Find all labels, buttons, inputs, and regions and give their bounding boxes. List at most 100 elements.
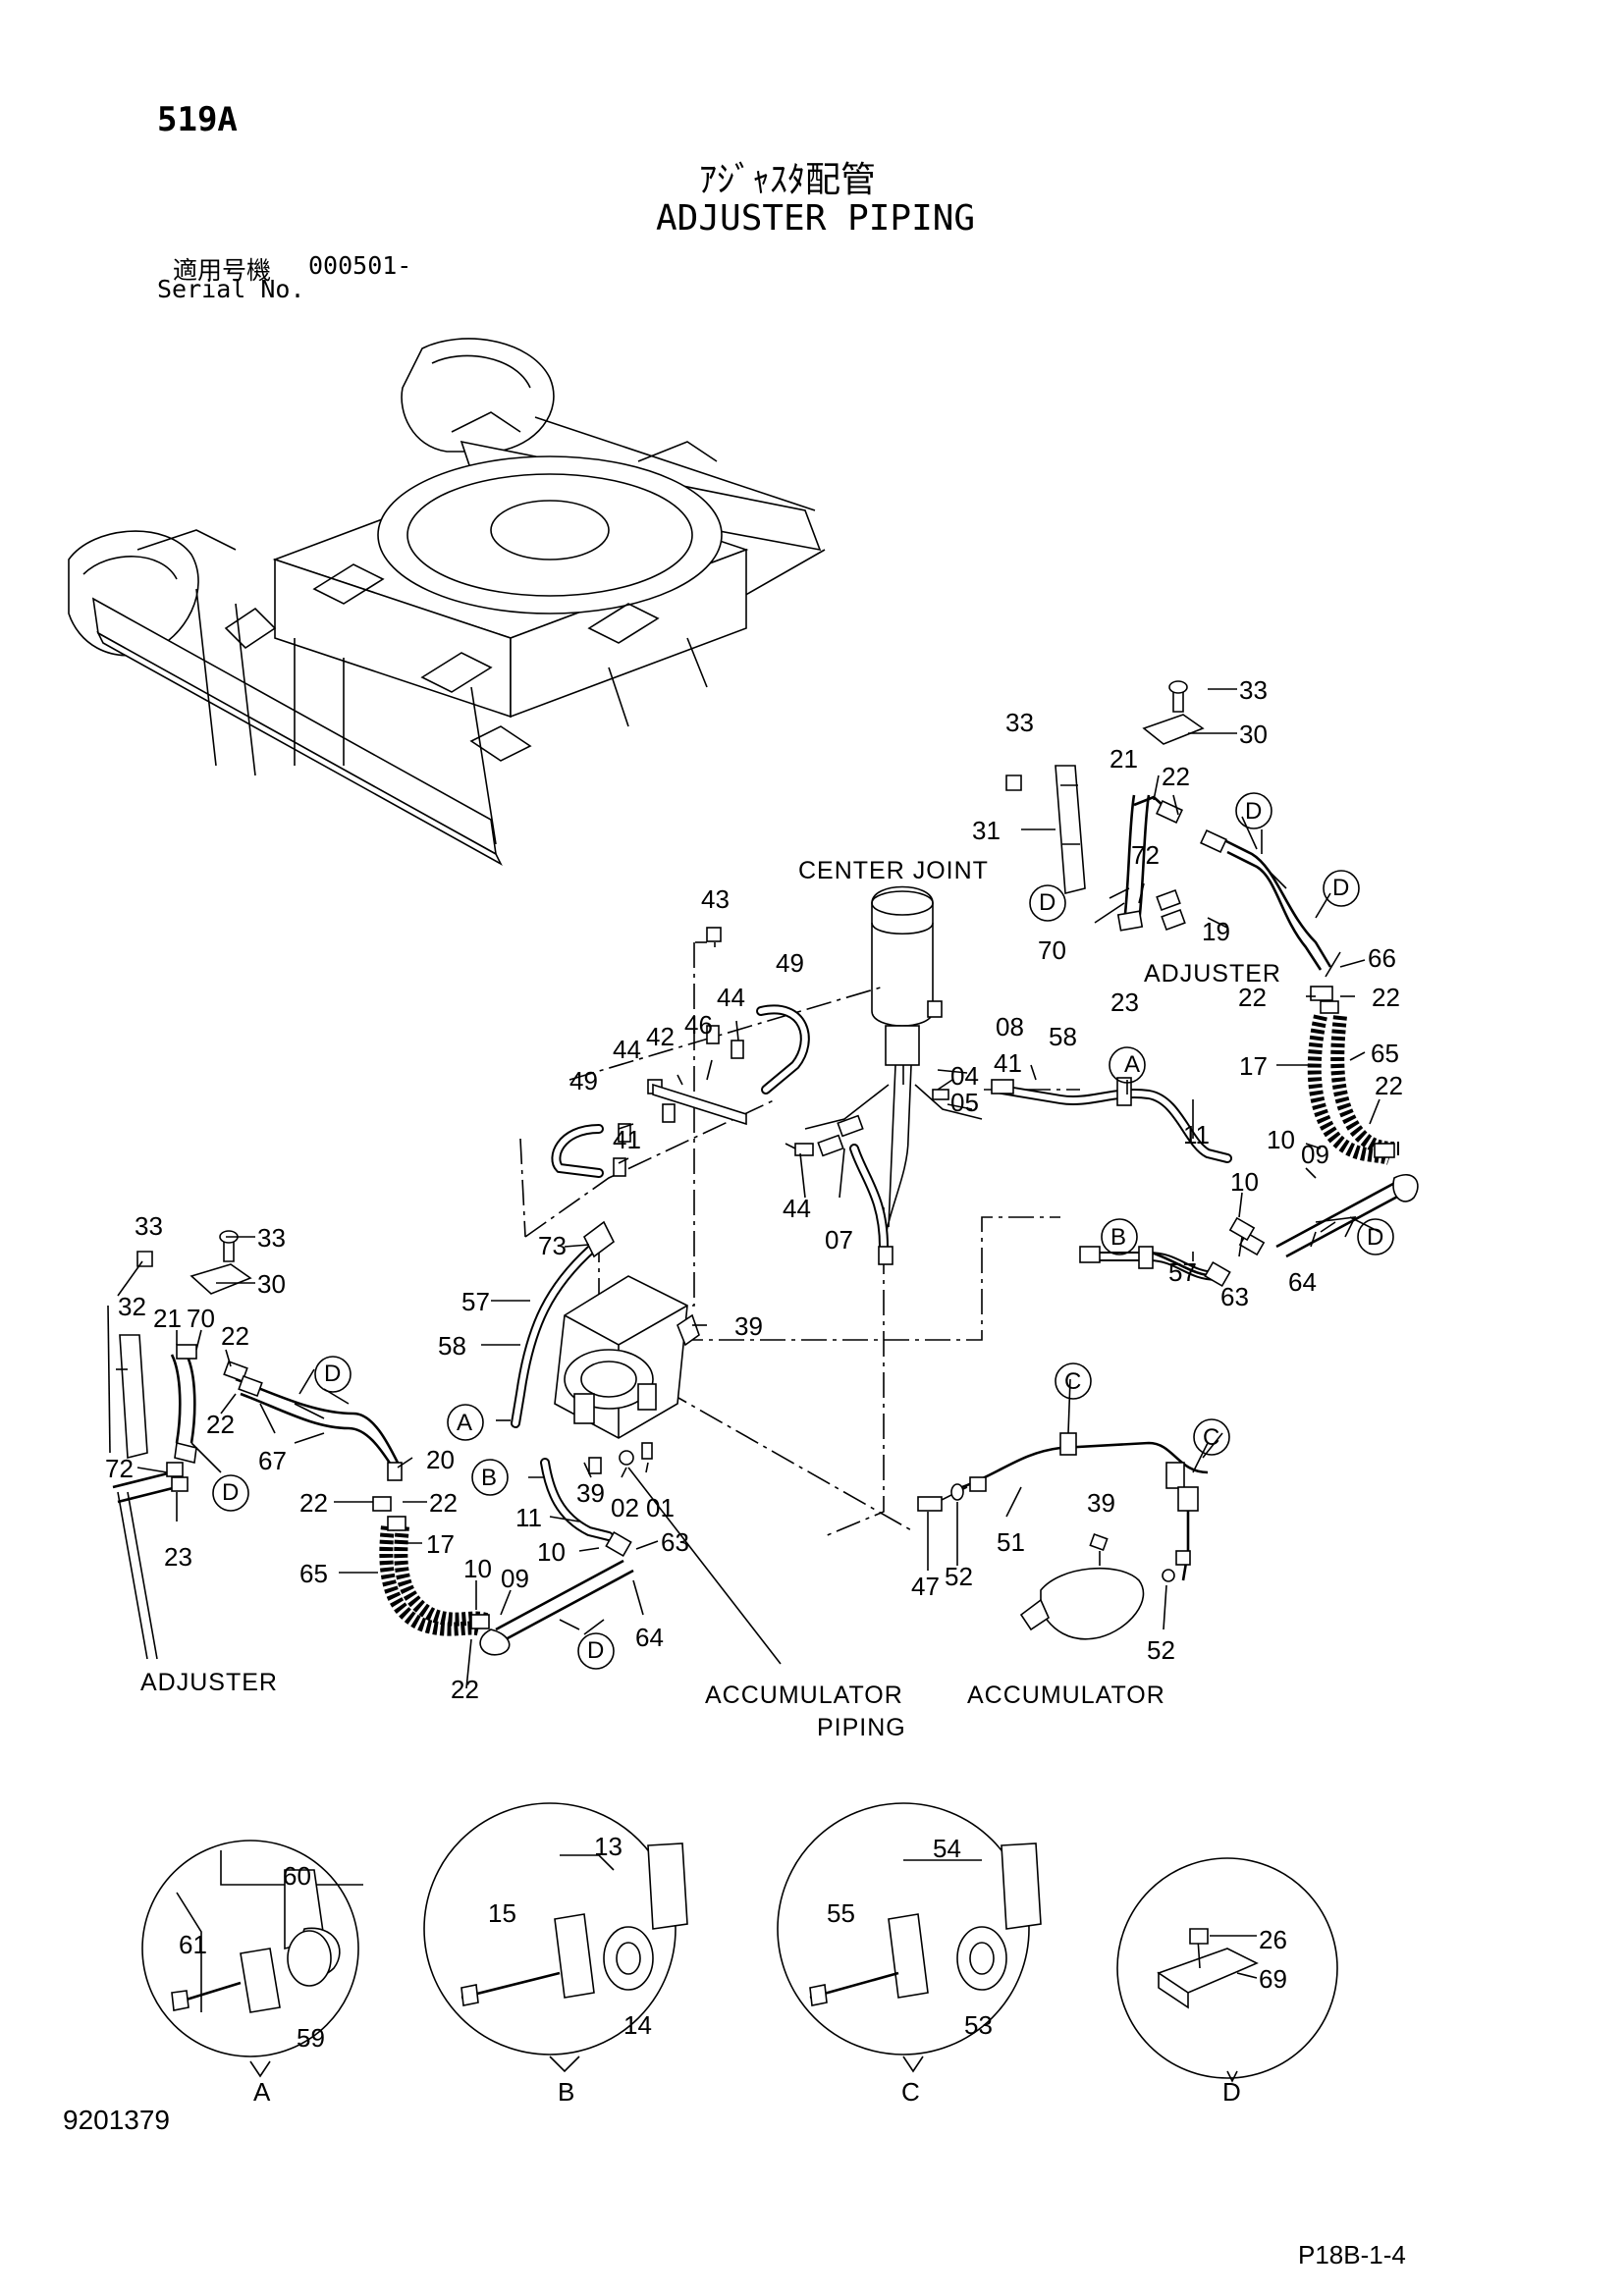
callout-accumulator: B — [481, 1465, 497, 1491]
callout-center: 05 — [950, 1088, 979, 1117]
callout-top-right: 11 — [1183, 1120, 1210, 1149]
callout-top-right: 33 — [1005, 708, 1034, 737]
callout-center: 41 — [994, 1048, 1022, 1078]
callout-detail-b: 14 — [623, 2010, 652, 2040]
detail-view-label: A — [253, 2077, 271, 2107]
callout-center: 44 — [613, 1035, 641, 1064]
callout-top-right: 19 — [1202, 917, 1230, 946]
callout-detail-c: 54 — [933, 1834, 961, 1863]
callout-accumulator: 47 — [911, 1572, 940, 1601]
callout-center: 44 — [717, 983, 745, 1012]
callout-detail-d: 69 — [1259, 1964, 1287, 1994]
title-english: ADJUSTER PIPING — [656, 198, 976, 239]
callout-center: 73 — [538, 1231, 567, 1260]
caption-accumulator: ACCUMULATOR — [967, 1682, 1165, 1709]
callout-top-right: 64 — [1288, 1267, 1317, 1297]
callout-center: 44 — [783, 1194, 811, 1223]
undercarriage-frame — [68, 338, 826, 866]
callout-left: 22 — [299, 1488, 328, 1518]
callout-left: D — [587, 1637, 604, 1664]
callout-left: 20 — [426, 1445, 455, 1474]
callout-accumulator: C — [1203, 1424, 1219, 1451]
callout-left: 72 — [105, 1454, 134, 1483]
callout-top-right: 17 — [1239, 1051, 1268, 1081]
callout-center: 43 — [701, 884, 730, 914]
callout-accumulator: A — [457, 1410, 472, 1436]
detail-view-b: 13 15 14 B — [423, 1802, 688, 2107]
callout-top-right: D — [1039, 889, 1056, 916]
callout-left: 22 — [221, 1321, 249, 1351]
callout-top-right: 22 — [1238, 983, 1267, 1012]
callout-center: 07 — [825, 1225, 853, 1255]
callout-left: 32 — [118, 1292, 146, 1321]
callout-detail-b: 13 — [594, 1832, 623, 1861]
callout-top-right: 09 — [1301, 1140, 1329, 1169]
callout-center: 46 — [684, 1010, 713, 1040]
callout-top-right: 22 — [1375, 1071, 1403, 1100]
callout-detail-a: 61 — [179, 1930, 207, 1959]
callout-top-right: 72 — [1131, 840, 1160, 870]
callout-left: 23 — [164, 1542, 192, 1572]
callout-detail-d: 26 — [1259, 1925, 1287, 1954]
callout-accumulator: 51 — [997, 1527, 1025, 1557]
callout-accumulator: 39 — [576, 1478, 605, 1508]
callout-accumulator: 02 — [611, 1493, 639, 1522]
callout-top-right: 33 — [1239, 675, 1268, 705]
center-joint — [871, 885, 934, 1085]
callout-detail-c: 53 — [964, 2010, 993, 2040]
callout-left: 09 — [501, 1564, 529, 1593]
detail-view-c: 54 55 53 C — [777, 1802, 1042, 2107]
callout-detail-a: 60 — [283, 1861, 311, 1891]
callout-top-right: D — [1332, 875, 1349, 901]
callout-left: 22 — [451, 1675, 479, 1704]
callout-top-right: 10 — [1267, 1125, 1295, 1154]
fittings — [119, 680, 1395, 1640]
callout-detail-a: 59 — [297, 2023, 325, 2053]
callout-left: 17 — [426, 1529, 455, 1559]
callout-center: 49 — [569, 1066, 598, 1095]
caption-accumulator-piping-line1: ACCUMULATOR — [705, 1682, 903, 1709]
detail-view-a: 60 61 59 A — [141, 1840, 363, 2107]
callout-center: 58 — [1049, 1022, 1077, 1051]
callout-top-right: 70 — [1038, 935, 1066, 965]
callout-center: 41 — [613, 1125, 641, 1154]
callouts-center: 43 49 44 42 46 08 41 58 A 49 44 04 05 41… — [438, 884, 1140, 1361]
callout-left: 22 — [429, 1488, 458, 1518]
title-japanese: ｱｼﾞｬｽﾀ配管 — [699, 160, 877, 200]
callout-accumulator: 52 — [1147, 1635, 1175, 1665]
callout-top-right: 57 — [1168, 1257, 1197, 1287]
callout-top-right: 66 — [1368, 943, 1396, 973]
callout-left: 67 — [258, 1446, 287, 1475]
hoses — [112, 794, 1419, 1656]
callout-top-right: 63 — [1220, 1282, 1249, 1311]
callout-top-right: 30 — [1239, 720, 1268, 749]
callout-top-right: 10 — [1230, 1167, 1259, 1197]
callout-left: 65 — [299, 1559, 328, 1588]
callout-top-right: 22 — [1162, 762, 1190, 791]
callout-accumulator: 01 — [646, 1493, 675, 1522]
caption-adjuster-left: ADJUSTER — [140, 1669, 278, 1696]
detail-view-label: C — [901, 2077, 920, 2107]
callout-left: 21 — [153, 1304, 182, 1333]
callout-top-right: 21 — [1110, 744, 1138, 774]
callout-left: D — [324, 1361, 341, 1387]
callout-top-right: D — [1245, 798, 1262, 825]
callout-left: 30 — [257, 1269, 286, 1299]
caption-adjuster-right: ADJUSTER — [1144, 960, 1281, 988]
callout-accumulator: 39 — [1087, 1488, 1115, 1518]
callout-center: 42 — [646, 1022, 675, 1051]
serial-label-english: Serial No. — [157, 275, 305, 303]
callout-top-right: 23 — [1110, 988, 1139, 1017]
callout-top-right: 65 — [1371, 1039, 1399, 1068]
callouts-accumulator: A B 39 02 01 11 10 63 C C 39 51 47 52 52 — [457, 1368, 1219, 1665]
callout-left: 33 — [257, 1223, 286, 1253]
callout-left: 33 — [135, 1211, 163, 1241]
detail-view-label: B — [558, 2077, 574, 2107]
callout-detail-c: 55 — [827, 1898, 855, 1928]
caption-center-joint: CENTER JOINT — [798, 857, 989, 884]
callout-left: 64 — [635, 1623, 664, 1652]
callout-center: 39 — [734, 1311, 763, 1341]
serial-value: 000501- — [308, 251, 412, 280]
callout-top-right: 22 — [1372, 983, 1400, 1012]
